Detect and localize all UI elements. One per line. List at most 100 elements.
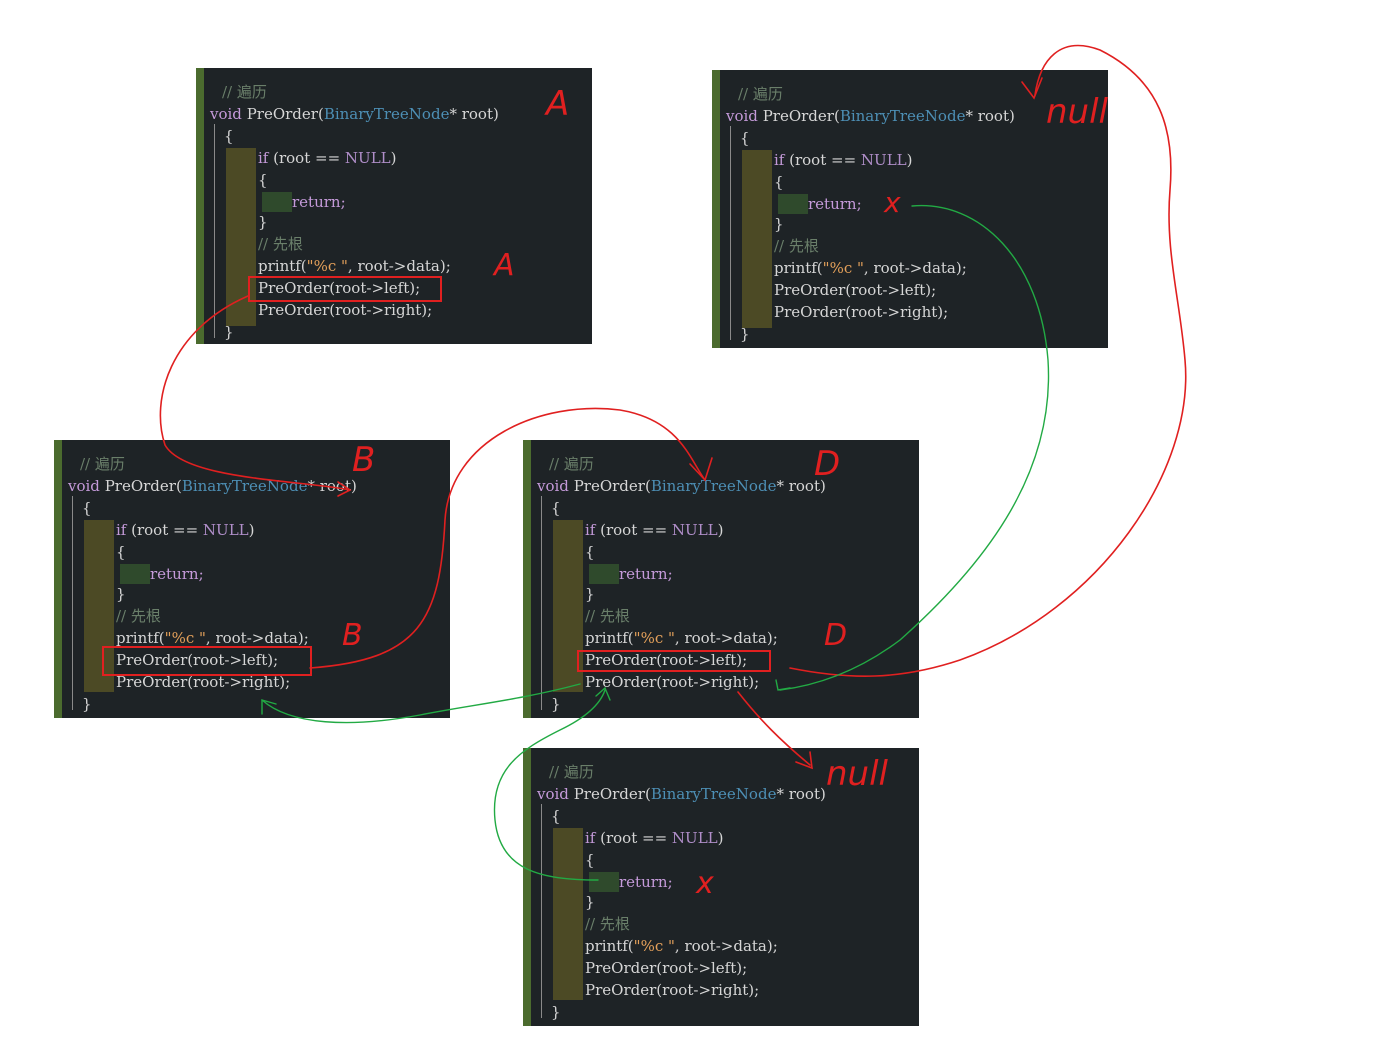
brace-close: } <box>224 323 234 341</box>
return-statement: return; <box>619 565 673 583</box>
printf-call: printf( <box>585 937 634 955</box>
label-b-printf: B <box>342 618 363 653</box>
brace-close: } <box>551 695 561 713</box>
printf-args: , root->data); <box>674 629 778 647</box>
gutter <box>54 440 62 718</box>
scope-bar-inner <box>262 192 292 212</box>
arrowhead-null-bottom-to-d <box>595 686 611 701</box>
arrowhead-d-to-null-top <box>1021 77 1043 100</box>
brace-open: { <box>740 129 750 147</box>
comment-traverse: // 遍历 <box>80 455 125 473</box>
function-name: PreOrder <box>762 107 834 125</box>
brace-close: } <box>740 325 750 343</box>
param-type: BinaryTreeNode <box>181 477 308 495</box>
indent-guide <box>541 804 542 1018</box>
if-close: ) <box>390 149 397 167</box>
arrow-return-to-d <box>779 204 1050 691</box>
brace-close-inner: } <box>116 585 126 603</box>
arrow-d-to-b <box>261 683 581 724</box>
brace-open-inner: { <box>585 851 595 869</box>
indent-guide <box>730 126 731 340</box>
label-null-bottom: null <box>826 754 888 794</box>
printf-format: "%c " <box>633 937 675 955</box>
arrow-null-bottom-to-d <box>493 689 606 881</box>
code-box-b: // 遍历 void PreOrder(BinaryTreeNode* root… <box>54 440 450 718</box>
brace-close-inner: } <box>585 585 595 603</box>
return-statement: return; <box>150 565 204 583</box>
keyword-if: if <box>258 149 269 167</box>
if-close: ) <box>906 151 913 169</box>
param-rest: * root) <box>449 105 499 123</box>
if-cond: (root == <box>268 149 345 167</box>
brace-close-inner: } <box>774 215 784 233</box>
printf-args: , root->data); <box>674 937 778 955</box>
call-right: PreOrder(root->right); <box>585 981 760 999</box>
brace-open-inner: { <box>116 543 126 561</box>
brace-open: { <box>551 499 561 517</box>
arrowhead-b-to-d <box>689 457 713 482</box>
printf-call: printf( <box>774 259 823 277</box>
label-b-title: B <box>352 440 376 480</box>
call-left: PreOrder(root->left); <box>585 651 748 669</box>
keyword-if: if <box>585 521 596 539</box>
brace-close-inner: } <box>258 213 268 231</box>
if-cond: (root == <box>595 829 672 847</box>
mark-x-top: x <box>884 186 901 219</box>
brace-open: { <box>82 499 92 517</box>
code-box-null-top: // 遍历 void PreOrder(BinaryTreeNode* root… <box>712 70 1108 348</box>
param-type: BinaryTreeNode <box>323 105 450 123</box>
if-cond: (root == <box>126 521 203 539</box>
scope-bar-inner <box>589 872 619 892</box>
function-name: PreOrder <box>573 785 645 803</box>
label-null-top: null <box>1046 92 1108 132</box>
comment-traverse: // 遍历 <box>738 85 783 103</box>
label-a-printf: A <box>494 248 515 283</box>
keyword-void: void <box>726 107 758 125</box>
param-type: BinaryTreeNode <box>650 785 777 803</box>
printf-args: , root->data); <box>347 257 451 275</box>
keyword-void: void <box>210 105 242 123</box>
highlight-call-left <box>248 276 442 302</box>
arrowhead-a-to-b <box>337 481 352 497</box>
call-right: PreOrder(root->right); <box>116 673 291 691</box>
printf-format: "%c " <box>633 629 675 647</box>
param-rest: * root) <box>776 477 826 495</box>
printf-args: , root->data); <box>863 259 967 277</box>
keyword-if: if <box>774 151 785 169</box>
highlight-call-left <box>577 650 771 672</box>
printf-call: printf( <box>116 629 165 647</box>
scope-bar <box>742 150 772 328</box>
gutter <box>523 748 531 1026</box>
gutter <box>523 440 531 718</box>
call-left: PreOrder(root->left); <box>774 281 937 299</box>
comment-preroot: // 先根 <box>585 915 630 933</box>
return-statement: return; <box>292 193 346 211</box>
printf-call: printf( <box>585 629 634 647</box>
null-const: NULL <box>344 149 391 167</box>
return-statement: return; <box>808 195 862 213</box>
code-box-d: // 遍历 void PreOrder(BinaryTreeNode* root… <box>523 440 919 718</box>
mark-x-bottom: x <box>696 866 714 901</box>
if-cond: (root == <box>595 521 672 539</box>
function-name: PreOrder <box>246 105 318 123</box>
brace-open: { <box>551 807 561 825</box>
null-const: NULL <box>202 521 249 539</box>
param-rest: * root) <box>965 107 1015 125</box>
gutter <box>712 70 720 348</box>
printf-format: "%c " <box>164 629 206 647</box>
scope-bar-inner <box>589 564 619 584</box>
scope-bar <box>553 828 583 1000</box>
call-right: PreOrder(root->right); <box>774 303 949 321</box>
null-const: NULL <box>860 151 907 169</box>
arrowhead-d-to-null-bottom <box>795 751 813 770</box>
scope-bar <box>226 148 256 326</box>
comment-preroot: // 先根 <box>116 607 161 625</box>
brace-open-inner: { <box>585 543 595 561</box>
code-box-null-bottom: // 遍历 void PreOrder(BinaryTreeNode* root… <box>523 748 919 1026</box>
param-type: BinaryTreeNode <box>650 477 777 495</box>
arrow-d-to-null-top <box>789 44 1187 677</box>
if-cond: (root == <box>784 151 861 169</box>
printf-args: , root->data); <box>205 629 309 647</box>
label-d-title: D <box>814 444 841 484</box>
